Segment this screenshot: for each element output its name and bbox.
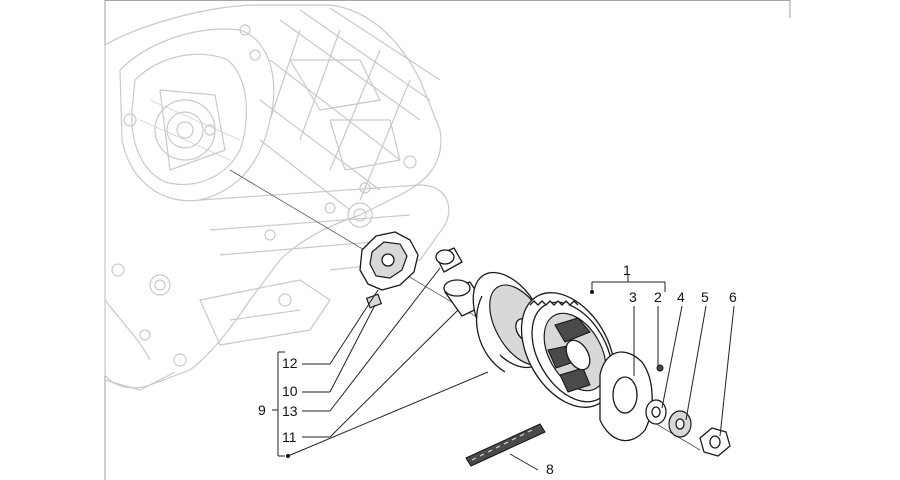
callout-5: 5 [701,289,709,305]
part-4-washer [645,399,667,425]
leader-lines [272,267,735,471]
part-2-screw [656,364,664,372]
crankcase-housing [104,4,450,391]
part-1-fan-pulley [520,292,616,408]
part-8-belt [465,423,546,467]
callout-6: 6 [729,289,737,305]
callout-4: 4 [677,289,685,305]
part-10-slider [365,293,383,309]
callout-8: 8 [546,461,554,477]
callout-13: 13 [282,403,298,419]
callout-9: 9 [258,402,266,418]
part-12-ramp-plate [359,231,419,291]
callout-12: 12 [282,355,298,371]
callout-2: 2 [654,289,662,305]
part-3-plate [599,351,653,442]
part-6-nut [699,427,731,457]
part-5-washer [668,410,692,438]
callout-labels: 1 2 3 4 5 6 8 9 10 11 12 13 [258,262,737,477]
callout-3: 3 [629,289,637,305]
callout-11: 11 [282,429,297,445]
part-13-bushing [435,247,463,273]
callout-10: 10 [282,383,298,399]
callout-1: 1 [623,262,631,278]
